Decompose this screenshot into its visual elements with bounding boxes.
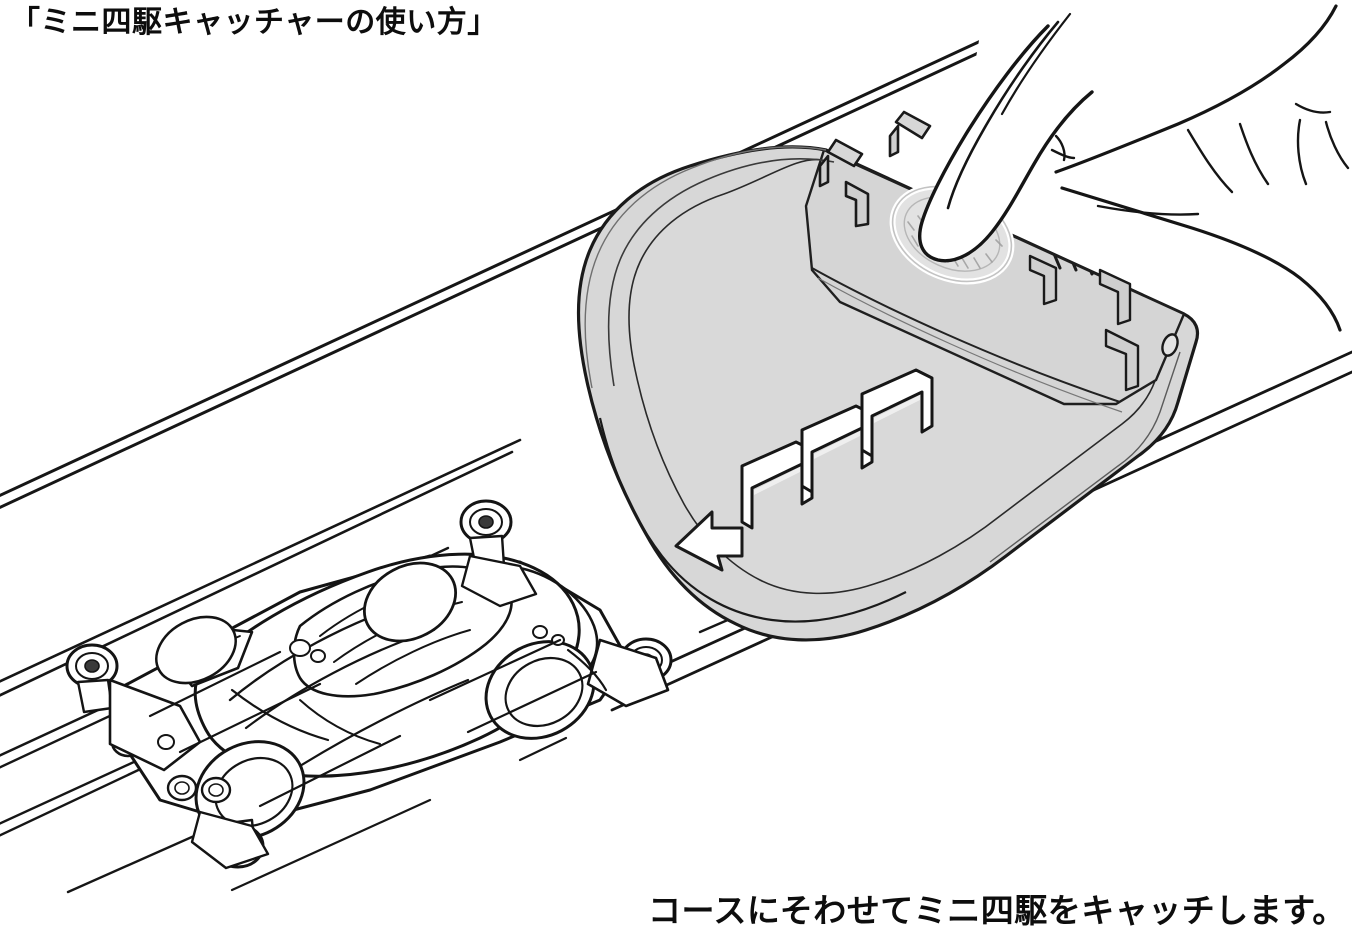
- deck-slot-left: [844, 180, 870, 228]
- car-tire-front-right-inner: [504, 656, 584, 728]
- hand: [918, 0, 1352, 334]
- tab-b-fold: [888, 124, 900, 158]
- car-front-stay: [586, 638, 670, 708]
- catcher-arrow: [674, 510, 744, 572]
- car-rear-stay: [108, 678, 202, 772]
- slot-2: [1098, 268, 1132, 326]
- car-tire-rear-left-inner: [214, 756, 294, 828]
- catcher-left-edge-highlight: [584, 146, 827, 389]
- car-roller-front-upper: [459, 499, 513, 570]
- catcher-inner-lip-line: [598, 417, 907, 623]
- car-tire-rear-right: [362, 561, 458, 643]
- car-roller-mid: [166, 774, 198, 802]
- hand-lower-contour: [1060, 186, 1342, 332]
- hand-crease-1: [1186, 128, 1234, 194]
- hand-upper-contour: [1054, 4, 1338, 174]
- fingertip-1: [1294, 102, 1332, 114]
- car-rear-bracket: [190, 810, 270, 870]
- thumb-outline: [918, 24, 1094, 263]
- slot-3: [1104, 328, 1140, 392]
- tab-a-fold: [818, 154, 830, 188]
- fin-3: [860, 368, 934, 458]
- slot-1: [1028, 254, 1058, 306]
- catcher-left-edge-inner: [607, 158, 835, 387]
- mini-4wd-car: [65, 499, 673, 870]
- instruction-caption: コースにそわせてミニ四駆をキャッチします。: [648, 891, 1346, 930]
- car-front-bracket: [460, 554, 538, 608]
- catcher-fins: [740, 368, 934, 530]
- thumb-knuckle-2: [1050, 148, 1076, 160]
- catcher-hole: [1161, 333, 1179, 357]
- catcher-mounting-tabs: [818, 110, 932, 228]
- tab-a: [826, 138, 864, 168]
- palm-fold: [1096, 204, 1200, 216]
- thumb-upper-contour: [946, 20, 1060, 210]
- catcher-scoop: [576, 110, 1200, 642]
- arrow-icon: [674, 510, 744, 572]
- catcher-right-edge-highlight: [989, 351, 1181, 563]
- hand-crease-4: [1324, 120, 1350, 170]
- car-roller-mid-2: [200, 776, 232, 804]
- thumb-knuckle: [1054, 134, 1066, 162]
- car-tire-front-left: [155, 615, 237, 685]
- hand-crease-2: [1238, 122, 1270, 186]
- hand-crease-3: [1296, 118, 1308, 186]
- catcher-right-slots: [1028, 254, 1140, 392]
- thumb-crease-1: [1000, 12, 1072, 116]
- tab-b: [894, 110, 932, 140]
- catcher-deck-crease: [811, 267, 1121, 403]
- page-title: 「ミニ四駆キャッチャーの使い方」: [10, 5, 498, 40]
- catcher-deck-crease-shadow: [817, 277, 1123, 413]
